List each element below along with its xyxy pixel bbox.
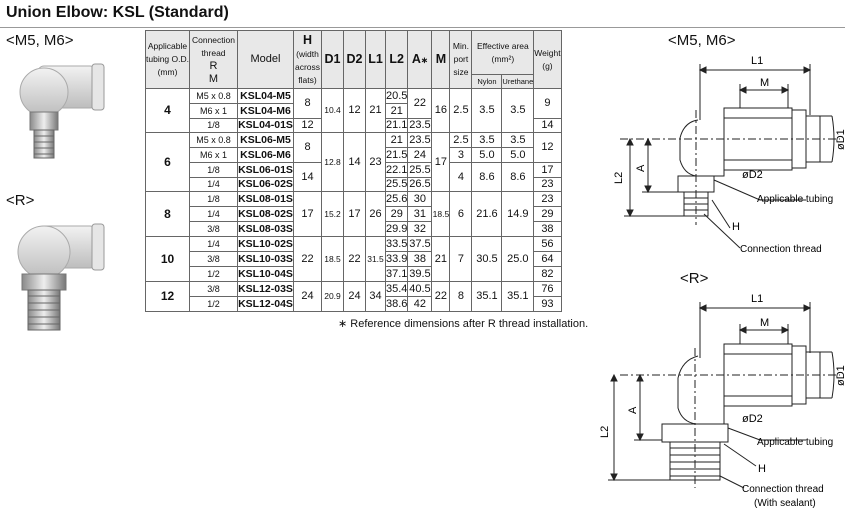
fitting-photo-r [17, 223, 105, 331]
table-row: 4 M5 x 0.8 KSL04-M5 8 10.4 12 21 20.5 22… [145, 88, 562, 133]
table-row: 10 1/4 KSL10-02S 22 18.5 22 31.5 33.5 37… [145, 236, 562, 282]
table-row: 1/2 KSL12-04S 38.6 42 93 [146, 296, 562, 312]
table-header-row: Applicable tubing O.D. (mm) Connection t… [145, 30, 562, 89]
table-row: 1/8 KSL04-01S 12 21.1 23.5 14 [146, 118, 562, 133]
dimension-drawing-r: L1 M øD1 øD2 L2 A Applicable tubing H Co… [600, 293, 845, 509]
col-tubing-header: Applicable tubing O.D. (mm) [145, 30, 190, 89]
col-h-header: H(width across flats) [293, 30, 322, 89]
reference-note: ∗ Reference dimensions after R thread in… [338, 318, 589, 330]
dim-l2: L2 [613, 172, 625, 184]
dim-m-r: M [760, 317, 769, 329]
dim-l2-r: L2 [600, 426, 611, 438]
col-nylon-header: Nylon [471, 74, 503, 89]
fitting-photo-m5m6 [19, 63, 105, 159]
dimension-drawing-m5m6: L1 M øD1 øD2 L2 A Applicable tubing H Co… [613, 55, 845, 255]
table-row: M6 x 1 KSL04-M6 21 [146, 103, 562, 119]
dim-h: H [732, 221, 740, 233]
col-port-header: Min. port size [449, 30, 473, 89]
table-row: 6 M5 x 0.8 KSL06-M5 8 12.8 14 23 21 23.5… [145, 132, 562, 192]
dim-h-r: H [758, 463, 766, 475]
col-urethane-header: Urethane [501, 74, 535, 89]
table-row: 3/8 KSL08-03S 29.9 32 38 [146, 221, 562, 237]
photo-label-r: <R> [6, 192, 35, 209]
dim-d2-r: øD2 [742, 413, 763, 425]
dim-l1-r: L1 [751, 293, 763, 305]
col-weight-header: Weight (g) [533, 30, 562, 89]
dim-a-r: A [627, 406, 639, 414]
tubing-label-r: Applicable tubing [757, 437, 833, 448]
col-d2-header: D2 [343, 30, 366, 89]
table-row: 12 3/8 KSL12-03S 24 20.9 24 34 35.4 40.5… [145, 281, 562, 312]
dim-d1-r: øD1 [835, 365, 845, 386]
thread-label-r: Connection thread [742, 484, 824, 495]
drawing-label-m5m6: <M5, M6> [668, 32, 736, 49]
page-title: Union Elbow: KSL (Standard) [6, 4, 229, 21]
dim-d1: øD1 [835, 129, 845, 150]
col-effarea-header: Effective area (mm²) [471, 30, 535, 75]
title-divider [0, 27, 845, 28]
table-row: M6 x 1 KSL06-M6 21.5 24 3 5.0 5.0 [146, 147, 562, 163]
col-d1-header: D1 [321, 30, 344, 89]
table-row: 1/4 KSL08-02S 29 31 29 [146, 206, 562, 222]
drawing-label-r: <R> [680, 270, 709, 287]
dim-m: M [760, 77, 769, 89]
tubing-label: Applicable tubing [757, 194, 833, 205]
spec-table: Applicable tubing O.D. (mm) Connection t… [145, 30, 562, 312]
dim-a: A [635, 164, 647, 172]
col-model-header: Model [237, 30, 294, 89]
table-row: 8 1/8 KSL08-01S 17 15.2 17 26 25.6 30 18… [145, 191, 562, 237]
dim-l1: L1 [751, 55, 763, 67]
dim-d2: øD2 [742, 169, 763, 181]
col-m-header: M [431, 30, 451, 89]
photo-label-m5m6: <M5, M6> [6, 32, 74, 49]
thread-label: Connection thread [740, 244, 822, 255]
col-a-header: A∗ [407, 30, 433, 89]
sealant-label: (With sealant) [754, 498, 816, 509]
col-l2-header: L2 [384, 30, 409, 89]
col-l1-header: L1 [365, 30, 386, 89]
